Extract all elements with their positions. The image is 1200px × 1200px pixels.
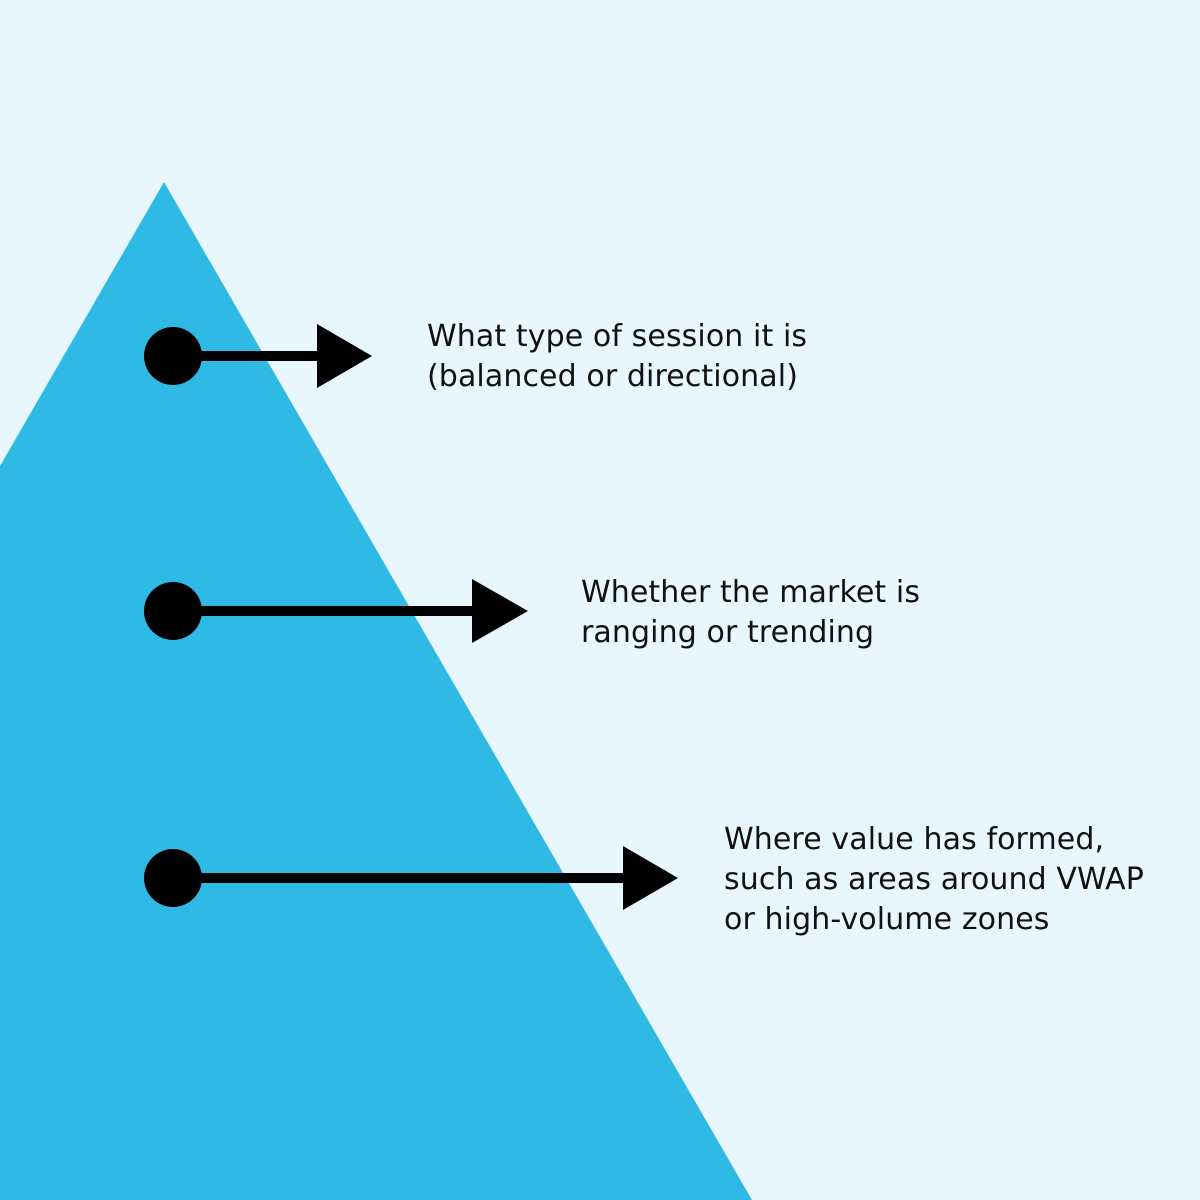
callout-line: Whether the market is xyxy=(581,575,921,610)
callout-line: ranging or trending xyxy=(581,615,875,650)
arrow-3-head xyxy=(623,846,678,910)
callout-line: What type of session it is xyxy=(427,319,808,354)
arrow-2 xyxy=(144,579,528,643)
arrow-2-head xyxy=(472,579,528,643)
callout-line: (balanced or directional) xyxy=(427,359,799,394)
arrow-1-shaft xyxy=(173,351,323,361)
arrow-3-shaft xyxy=(173,873,629,883)
callout-session-type: What type of session it is (balanced or … xyxy=(427,317,807,397)
pyramid-triangle xyxy=(0,182,752,1200)
callout-value-formed: Where value has formed, such as areas ar… xyxy=(724,820,1144,940)
callout-line: such as areas around VWAP xyxy=(724,862,1144,897)
arrow-2-shaft xyxy=(173,606,478,616)
arrow-3 xyxy=(144,846,678,910)
callout-market-state: Whether the market is ranging or trendin… xyxy=(581,573,920,653)
arrow-1 xyxy=(144,324,372,388)
callout-line: or high-volume zones xyxy=(724,902,1050,937)
callout-line: Where value has formed, xyxy=(724,822,1105,857)
arrow-1-head xyxy=(317,324,372,388)
